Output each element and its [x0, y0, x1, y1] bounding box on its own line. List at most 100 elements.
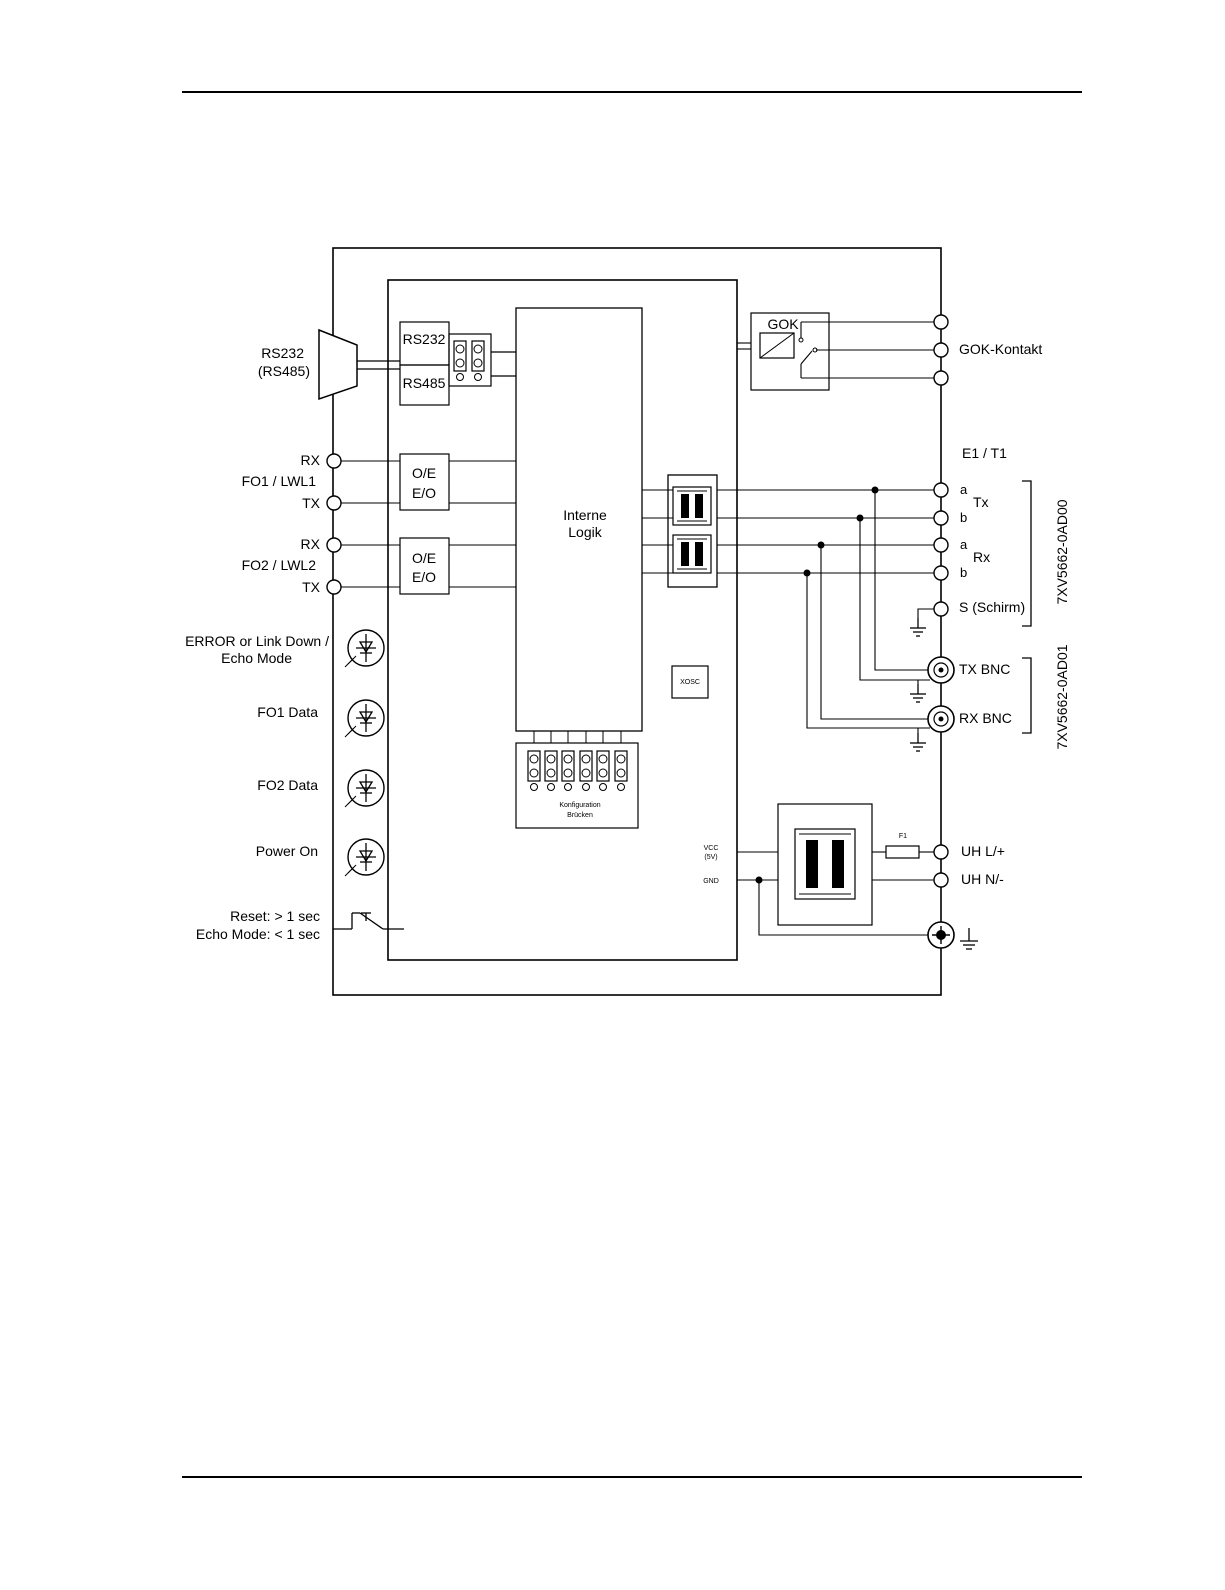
- gok-terminal-2: [933, 342, 949, 358]
- inner-board: [387, 279, 738, 961]
- oe2-label-1: O/E: [412, 550, 436, 566]
- fo2-tx-label: TX: [302, 579, 321, 595]
- fo1-rx-terminal: [326, 453, 342, 469]
- rs485-label: (RS485): [258, 363, 310, 379]
- oe1-label-2: E/O: [412, 485, 436, 501]
- tx-pair-label: Tx: [973, 494, 989, 510]
- rx-a-label: a: [960, 537, 968, 552]
- logic-label-1: Interne: [563, 507, 607, 523]
- rs232-connector: [318, 328, 358, 401]
- xosc-label: XOSC: [680, 679, 700, 686]
- model-ad00-label: 7XV5662-0AD00: [1054, 499, 1070, 604]
- fo2-label: FO2 / LWL2: [242, 557, 317, 573]
- rx-transformer-icon: [672, 534, 712, 574]
- oe1-label-1: O/E: [412, 465, 436, 481]
- power-supply-block: [777, 803, 873, 926]
- gnd-label: GND: [703, 878, 719, 885]
- tx-b-terminal: [933, 510, 949, 526]
- config-jumper-3: [561, 750, 575, 792]
- earth-symbol-icon: [960, 928, 978, 950]
- relay-contact-icon: [798, 321, 934, 379]
- config-label-1: Konfiguration: [559, 802, 600, 809]
- tx-a-label: a: [960, 482, 968, 497]
- gok-terminal-1: [933, 314, 949, 330]
- led3-label: FO2 Data: [257, 777, 318, 793]
- relay-coil-icon: [759, 332, 795, 359]
- tx-bnc-connector-icon: [927, 656, 955, 684]
- oe-converter-2: [399, 537, 450, 595]
- internal-logic-block: [515, 307, 643, 732]
- config-jumper-6: [614, 750, 628, 792]
- rx-bnc-ground-icon: [909, 732, 927, 752]
- fo1-tx-terminal: [326, 495, 342, 511]
- fo2-rx-label: RX: [301, 536, 321, 552]
- gok-relay-block: [750, 312, 830, 391]
- uh-n-terminal: [933, 872, 949, 888]
- xosc-box: [671, 665, 709, 699]
- error-led-icon: [344, 629, 385, 668]
- power-on-led-icon: [344, 838, 385, 877]
- led2-label: FO1 Data: [257, 704, 318, 720]
- config-jumper-5: [596, 750, 610, 792]
- reset-switch-icon: [333, 912, 404, 930]
- uh-n-label: UH N/-: [961, 871, 1004, 887]
- uh-l-terminal: [933, 844, 949, 860]
- rx-bnc-connector-icon: [927, 705, 955, 733]
- e1t1-label: E1 / T1: [962, 445, 1007, 461]
- power-transformer-icon: [794, 828, 856, 900]
- protective-earth-terminal-icon: [927, 921, 955, 949]
- shield-ground-icon: [909, 617, 927, 637]
- rx-b-label: b: [960, 565, 967, 580]
- led4-label: Power On: [256, 843, 318, 859]
- fuse-label: F1: [899, 833, 907, 840]
- rx-a-terminal: [933, 537, 949, 553]
- config-jumper-block: [515, 742, 639, 829]
- vcc-label-2: (5V): [704, 854, 717, 861]
- oe2-label-2: E/O: [412, 569, 436, 585]
- tx-a-terminal: [933, 482, 949, 498]
- fo1-label: FO1 / LWL1: [242, 473, 317, 489]
- reset-label-1: Reset: > 1 sec: [230, 908, 320, 924]
- config-label-2: Brücken: [567, 812, 593, 819]
- fo1-data-led-icon: [344, 699, 385, 738]
- rs-jumper-1: [453, 340, 467, 382]
- reset-label-2: Echo Mode: < 1 sec: [196, 926, 320, 942]
- fo2-rx-terminal: [326, 537, 342, 553]
- rx-pair-label: Rx: [973, 549, 990, 565]
- oe-converter-1: [399, 453, 450, 511]
- rs232-box-text: RS232: [403, 331, 446, 347]
- logic-label-2: Logik: [568, 524, 602, 540]
- rx-b-terminal: [933, 565, 949, 581]
- shield-terminal: [933, 601, 949, 617]
- tx-bnc-ground-icon: [909, 683, 927, 703]
- e1t1-interface-block: [667, 474, 718, 588]
- config-jumper-1: [527, 750, 541, 792]
- config-jumper-2: [544, 750, 558, 792]
- fo2-data-led-icon: [344, 769, 385, 808]
- fo1-rx-label: RX: [301, 452, 321, 468]
- brace-ad01: [1022, 657, 1032, 734]
- led1-label-1: ERROR or Link Down /: [185, 633, 329, 649]
- rs-jumper-block: [448, 333, 492, 387]
- fo2-tx-terminal: [326, 579, 342, 595]
- rs-jumper-2: [471, 340, 485, 382]
- tx-transformer-icon: [672, 486, 712, 526]
- tx-bnc-label: TX BNC: [959, 661, 1010, 677]
- vcc-label-1: VCC: [704, 845, 719, 852]
- gok-contact-label: GOK-Kontakt: [959, 341, 1042, 357]
- shield-label: S (Schirm): [959, 599, 1025, 615]
- uh-l-label: UH L/+: [961, 843, 1005, 859]
- gok-terminal-3: [933, 370, 949, 386]
- rs232-label: RS232: [261, 345, 304, 361]
- config-connectors: [533, 731, 622, 743]
- rs485-box-text: RS485: [403, 375, 446, 391]
- model-ad01-label: 7XV5662-0AD01: [1054, 644, 1070, 749]
- tx-b-label: b: [960, 510, 967, 525]
- gok-label: GOK: [767, 316, 799, 332]
- device-housing: [332, 247, 942, 996]
- rx-bnc-label: RX BNC: [959, 710, 1012, 726]
- brace-ad00: [1022, 480, 1032, 627]
- fuse-f1-icon: [885, 845, 920, 859]
